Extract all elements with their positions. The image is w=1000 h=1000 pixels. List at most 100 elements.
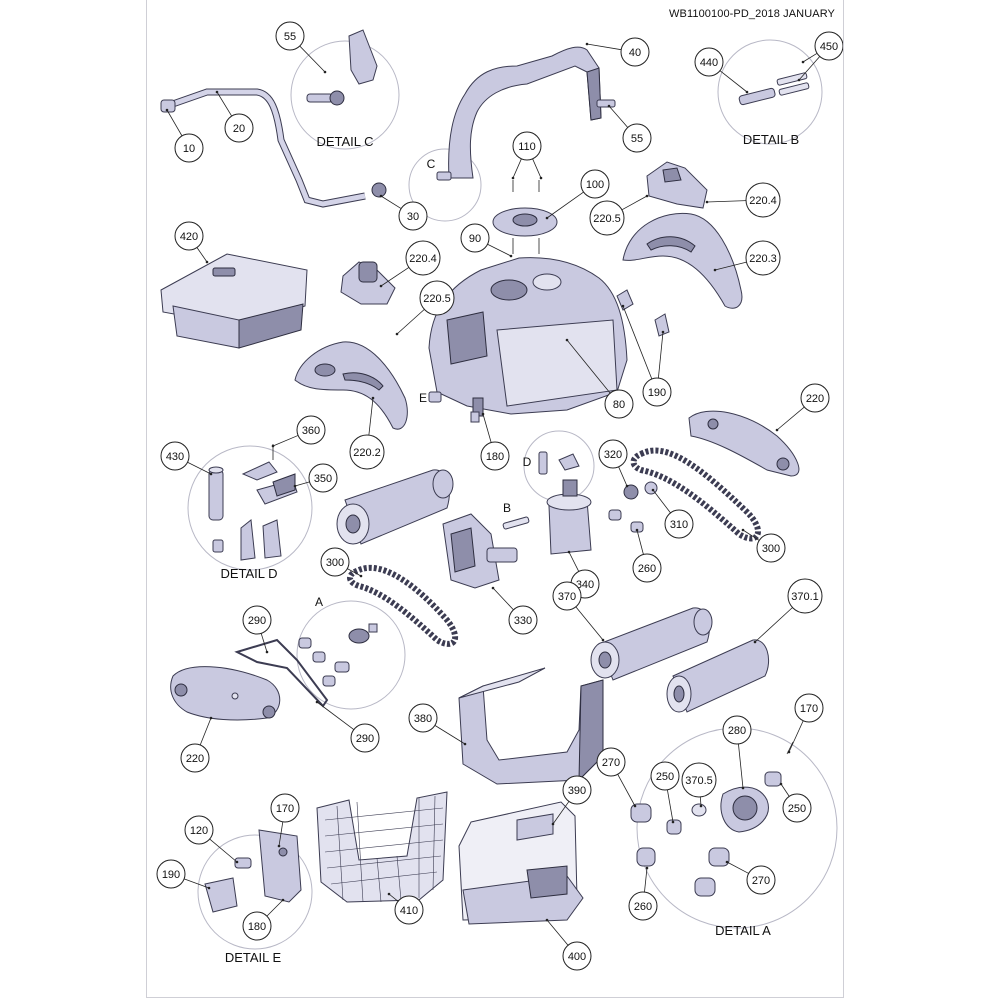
callout-bubble <box>242 911 272 941</box>
callout-220: 220 <box>775 383 830 432</box>
leader-tip <box>395 332 399 336</box>
leader-line <box>608 105 629 128</box>
callout-190: 190 <box>621 304 672 407</box>
part-clip-left <box>340 261 396 305</box>
callout-bubble <box>589 200 625 236</box>
callout-bubble <box>620 37 650 67</box>
detail-d-label: DETAIL D <box>220 566 277 581</box>
leader-tip <box>741 528 745 532</box>
callout-number: 380 <box>414 713 432 725</box>
leader-tip <box>745 90 749 94</box>
callout-420: 420 <box>174 221 209 264</box>
leader-line <box>294 481 310 487</box>
callout-170: 170 <box>270 793 300 848</box>
callout-290: 290 <box>242 605 272 654</box>
callout-number: 290 <box>356 733 374 745</box>
leader-line <box>209 838 238 863</box>
callout-number: 170 <box>276 803 294 815</box>
detail-b-ring <box>717 39 823 145</box>
leader-tip <box>235 860 239 864</box>
leader-tip <box>379 284 383 288</box>
part-side-panel-left <box>170 666 281 721</box>
callout-bubble <box>308 463 338 493</box>
callout-290: 290 <box>315 700 380 753</box>
callout-number: 360 <box>302 425 320 437</box>
callout-220-5: 220.5 <box>395 280 455 336</box>
leader-line <box>482 413 492 443</box>
detail-c-ring <box>290 40 400 150</box>
leader-line <box>566 339 611 394</box>
callout-bubble <box>596 747 626 777</box>
leader-line <box>726 861 749 874</box>
leader-tip <box>797 78 801 82</box>
callout-270: 270 <box>725 860 776 895</box>
callout-number: 310 <box>670 519 688 531</box>
callout-number: 340 <box>576 579 594 591</box>
detail-e-label: DETAIL E <box>225 950 282 965</box>
leader-line <box>546 919 569 946</box>
callout-bubble <box>694 47 724 77</box>
detail-e-parts <box>204 829 302 913</box>
callout-bubble <box>405 240 441 276</box>
callout-number: 220.2 <box>353 447 381 459</box>
part-base-tray <box>458 801 584 925</box>
leader-line <box>802 52 818 63</box>
callout-bubble <box>275 21 305 51</box>
detail-e-ring <box>197 834 313 950</box>
leader-tip <box>545 918 549 922</box>
callout-170: 170 <box>787 693 824 754</box>
callout-number: 100 <box>586 179 604 191</box>
leader-tip <box>509 254 513 258</box>
callout-number: 120 <box>190 825 208 837</box>
callout-number: 220 <box>806 393 824 405</box>
leader-line <box>199 717 212 746</box>
part-rod <box>160 88 387 208</box>
leader-tip <box>463 742 467 746</box>
leader-tip <box>601 638 605 642</box>
leader-line <box>754 607 793 643</box>
callout-bubble <box>632 553 662 583</box>
callout-450: 450 <box>797 31 843 82</box>
leader-tip <box>271 444 275 448</box>
callout-number: 220.4 <box>409 253 437 265</box>
leader-tip <box>277 844 281 848</box>
callout-bubble <box>508 605 538 635</box>
callout-310: 310 <box>651 488 694 539</box>
part-filter-housing <box>458 667 604 785</box>
leader-line <box>278 821 284 847</box>
callout-bubble <box>460 223 490 253</box>
leader-line <box>621 195 648 211</box>
callout-250: 250 <box>650 761 680 824</box>
callout-number: 420 <box>180 231 198 243</box>
callout-number: 270 <box>602 757 620 769</box>
leader-line <box>532 158 542 179</box>
callout-bubble <box>562 941 592 971</box>
parts-diagram-page: WB1100100-PD_2018 JANUARY <box>146 0 844 998</box>
leader-tip <box>725 860 729 864</box>
leader-line <box>183 878 210 889</box>
callout-300: 300 <box>741 528 786 563</box>
callout-number: 220.5 <box>593 213 621 225</box>
part-motor <box>442 513 530 589</box>
leader-tip <box>567 550 571 554</box>
callout-number: 90 <box>469 233 481 245</box>
leader-tip <box>207 886 211 890</box>
callout-number: 290 <box>248 615 266 627</box>
leader-tip <box>699 804 703 808</box>
callout-120: 120 <box>184 815 239 864</box>
callout-bubble <box>562 775 592 805</box>
callout-190: 190 <box>156 859 211 890</box>
part-track-left <box>347 564 459 647</box>
callout-number: 80 <box>613 399 625 411</box>
leader-line <box>196 247 208 263</box>
callout-440: 440 <box>694 47 749 94</box>
callout-bubble <box>160 441 190 471</box>
callout-180: 180 <box>242 898 285 941</box>
leader-tip <box>625 484 629 488</box>
part-track-right <box>630 447 761 542</box>
callout-number: 220 <box>186 753 204 765</box>
callout-number: 300 <box>762 543 780 555</box>
callout-bubble <box>184 815 214 845</box>
leader-line <box>568 551 580 572</box>
